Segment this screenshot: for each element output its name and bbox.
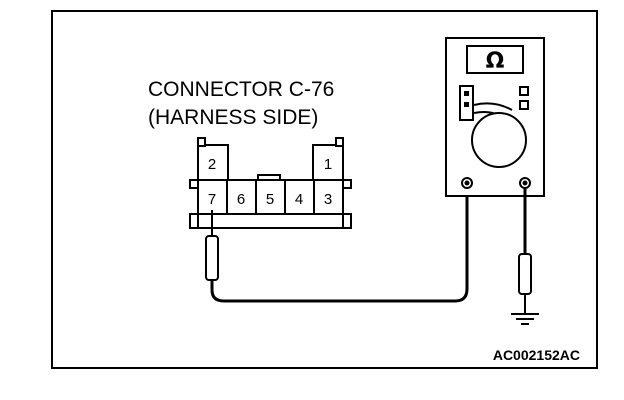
pin-label-6: 6: [237, 191, 245, 208]
pin-label-2: 2: [208, 156, 216, 173]
multimeter: [445, 37, 545, 197]
pin-label-4: 4: [295, 191, 303, 208]
connector-title-line1: CONNECTOR C-76: [148, 78, 334, 101]
figure-code: AC002152AC: [493, 347, 580, 363]
test-lead-wire: [210, 186, 469, 303]
pin-label-1: 1: [324, 156, 332, 173]
ground-probe: [518, 188, 532, 314]
connector-main-row: [197, 179, 344, 215]
pin-label-5: 5: [266, 191, 274, 208]
connector-c76: [189, 137, 352, 229]
multimeter-display: [466, 45, 524, 74]
connector-base: [197, 213, 344, 229]
multimeter-dial: [471, 112, 527, 168]
ohm-symbol: Ω: [486, 49, 505, 74]
test-probe-pin7: [205, 210, 219, 281]
pin-label-7: 7: [208, 191, 216, 208]
connector-title-line2: (HARNESS SIDE): [148, 106, 318, 129]
ground-icon: [511, 313, 539, 325]
pin-label-3: 3: [324, 191, 332, 208]
